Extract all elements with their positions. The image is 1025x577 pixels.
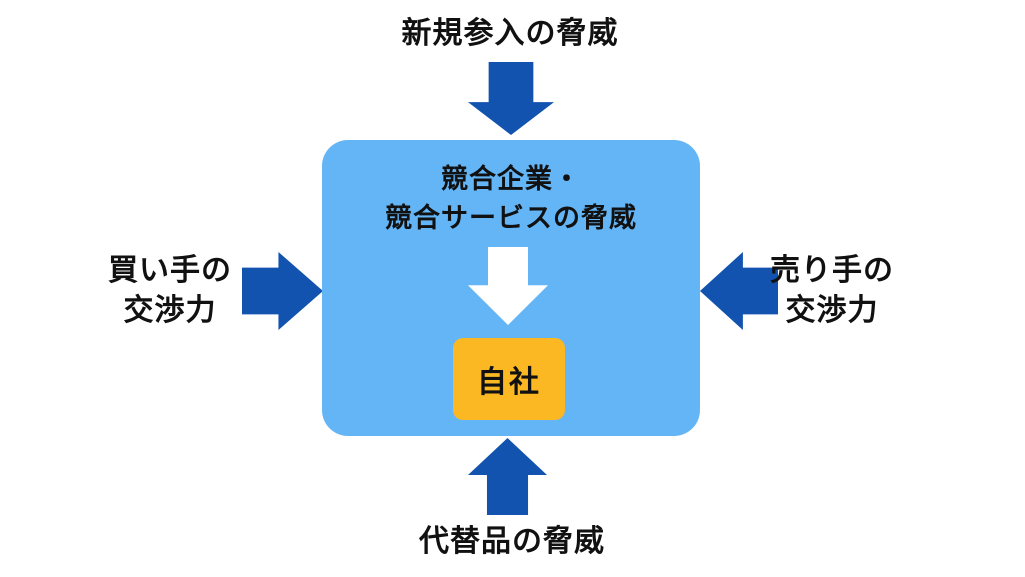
own-company-box: 自社: [453, 338, 565, 420]
arrow-down-icon: [468, 62, 554, 135]
threat-new-entrants-label: 新規参入の脅威: [401, 17, 619, 50]
rivalry-title: 競合企業・ 競合サービスの脅威: [322, 160, 700, 238]
arrow-down-white-icon: [468, 247, 548, 325]
rivalry-title-line1: 競合企業・: [441, 164, 581, 194]
seller-label-line1: 売り手の: [770, 254, 894, 287]
arrow-up-icon: [468, 438, 547, 515]
buyer-label-line2: 交渉力: [123, 294, 217, 327]
rivalry-title-line2: 競合サービスの脅威: [385, 203, 637, 233]
threat-substitutes-label: 代替品の脅威: [419, 525, 605, 558]
seller-label-line2: 交渉力: [785, 294, 879, 327]
seller-bargaining-power-label: 売り手の 交渉力: [742, 251, 922, 331]
industry-rivalry-box: 競合企業・ 競合サービスの脅威 自社: [322, 140, 700, 436]
buyer-bargaining-power-label: 買い手の 交渉力: [60, 251, 280, 331]
buyer-label-line1: 買い手の: [108, 254, 232, 287]
